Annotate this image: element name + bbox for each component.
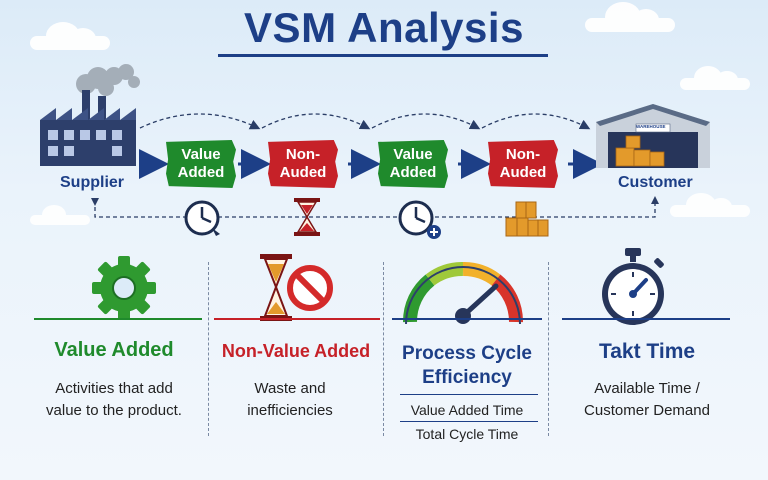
step-label-line: Auded <box>499 164 547 181</box>
takt-time-heading: Takt Time <box>598 340 696 363</box>
customer-label: Customer <box>618 174 693 191</box>
gear-icon <box>92 256 156 320</box>
step-label-line: Auded <box>279 164 327 181</box>
section-divider <box>208 262 210 436</box>
page-title: VSM Analysis <box>244 4 524 51</box>
step-label-line: Added <box>177 164 225 181</box>
process-cycle-efficiency-heading: Process Cycle Efficiency <box>386 342 548 390</box>
step-label-line: Non- <box>505 146 541 163</box>
step-label-line: Value <box>181 146 221 163</box>
section-underline <box>214 318 380 320</box>
cloud-decoration <box>30 205 90 225</box>
hourglass-no-icon <box>260 254 333 321</box>
heading-line: Efficiency <box>422 367 512 388</box>
formula-line <box>400 394 538 395</box>
clock-icon <box>184 200 220 236</box>
description-line: Available Time / <box>594 380 700 397</box>
step-label-line: Added <box>389 164 437 181</box>
section-divider <box>383 262 385 436</box>
formula-denominator: Total Cycle Time <box>415 426 519 442</box>
description-line: inefficiencies <box>247 402 333 419</box>
description-line: Activities that add <box>55 380 173 397</box>
clock-plus-icon <box>398 200 441 239</box>
description-line: value to the product. <box>46 402 182 419</box>
warehouse-sign: WAREHOUSE <box>636 124 666 129</box>
section-underline <box>392 318 542 320</box>
value-added-description: Activities that add value to the product… <box>20 378 208 422</box>
non-value-added-description: Waste and inefficiencies <box>210 378 370 422</box>
heading-line: Process Cycle <box>402 343 532 364</box>
non-value-added-heading: Non-Value Added <box>221 341 371 361</box>
cloud-decoration <box>670 193 750 217</box>
gauge-icon <box>402 262 524 325</box>
process-step-non-value-1[interactable]: Non-Auded <box>268 140 338 188</box>
section-underline <box>562 318 730 320</box>
section-underline <box>34 318 202 320</box>
boxes-icon <box>505 201 549 237</box>
section-divider <box>548 262 550 436</box>
flow-connectors <box>91 113 659 218</box>
stopwatch-icon <box>602 248 664 325</box>
formula-numerator: Value Added Time <box>410 402 524 418</box>
takt-time-description: Available Time / Customer Demand <box>556 378 738 422</box>
value-added-heading: Value Added <box>54 339 174 361</box>
warehouse-icon <box>596 104 710 168</box>
factory-icon <box>40 64 140 166</box>
cloud-decoration <box>30 22 110 50</box>
step-label-line: Non- <box>285 146 321 163</box>
cloud-decoration <box>680 66 750 90</box>
description-line: Waste and <box>254 380 326 397</box>
fraction-bar <box>400 421 538 422</box>
description-line: Customer Demand <box>584 402 710 419</box>
step-label-line: Value <box>393 146 433 163</box>
title-underline <box>218 54 548 57</box>
process-step-non-value-2[interactable]: Non-Auded <box>488 140 558 188</box>
hourglass-icon <box>294 198 320 236</box>
cloud-decoration <box>585 2 675 32</box>
supplier-label: Supplier <box>60 174 125 191</box>
